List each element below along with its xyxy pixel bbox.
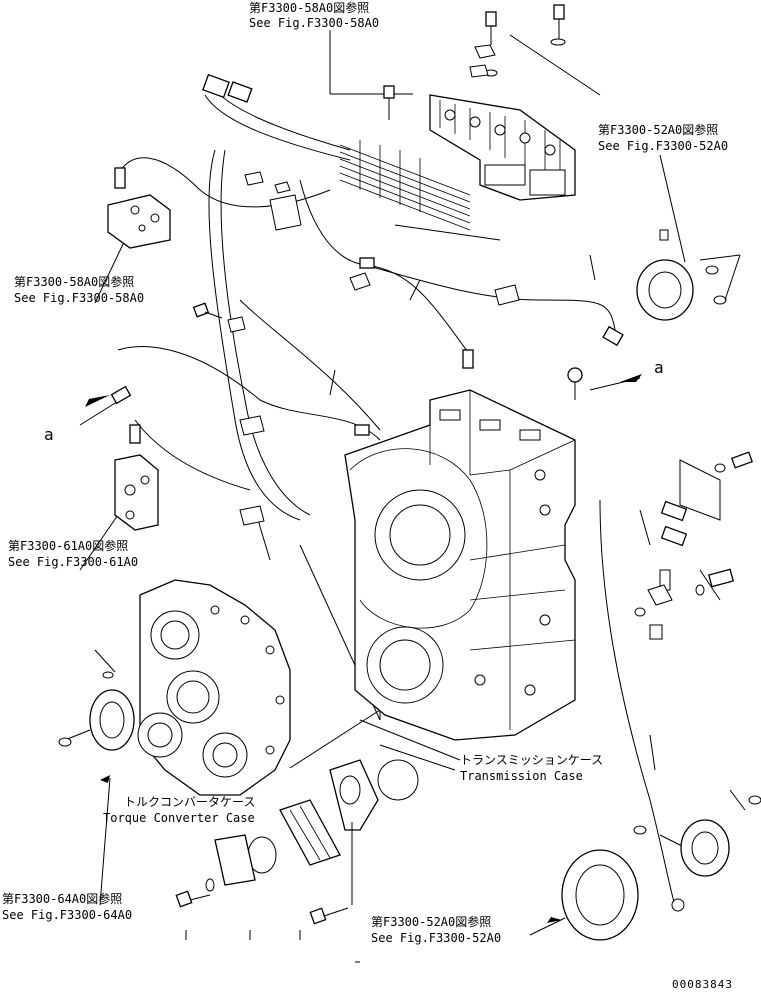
label-torque-converter-case: トルクコンバータケース Torque Converter Case	[103, 795, 255, 825]
marker-a-left: a	[44, 425, 54, 444]
reference-left-upper-jp: 第F3300-58A0図参照	[14, 274, 134, 289]
reference-right-bottom: 第F3300-52A0図参照 See Fig.F3300-52A0	[371, 914, 501, 945]
reference-top-en: See Fig.F3300-58A0	[249, 16, 379, 30]
reference-left-upper-en: See Fig.F3300-58A0	[14, 291, 144, 305]
bolt-group-top	[383, 4, 601, 120]
drawing-number: 00083843	[672, 978, 733, 991]
transmission-case	[344, 389, 576, 741]
reference-right-bottom-jp: 第F3300-52A0図参照	[371, 914, 491, 929]
reference-left-bottom: 第F3300-64A0図参照 See Fig.F3300-64A0	[2, 891, 132, 922]
torque-converter-case-jp: トルクコンバータケース	[124, 795, 255, 809]
clips	[227, 171, 520, 526]
torque-converter-case	[137, 579, 291, 796]
strainer-parts	[214, 759, 419, 886]
right-side-parts	[634, 451, 754, 640]
bolt-group-bottom	[175, 822, 353, 925]
reference-right-bottom-en: See Fig.F3300-52A0	[371, 931, 501, 945]
reference-right-upper: 第F3300-52A0図参照 See Fig.F3300-52A0	[598, 122, 728, 153]
reference-top-jp: 第F3300-58A0図参照	[249, 0, 369, 15]
connectors	[110, 73, 624, 444]
reference-left-middle-en: See Fig.F3300-61A0	[8, 555, 138, 569]
tube-bundle	[339, 140, 501, 241]
reference-right-upper-en: See Fig.F3300-52A0	[598, 139, 728, 153]
label-transmission-case: トランスミッションケース Transmission Case	[460, 753, 603, 783]
bolt-left	[192, 302, 223, 319]
reference-left-middle: 第F3300-61A0図参照 See Fig.F3300-61A0	[8, 538, 138, 569]
reference-left-bottom-en: See Fig.F3300-64A0	[2, 908, 132, 922]
eye-bolt	[567, 367, 583, 400]
reference-top: 第F3300-58A0図参照 See Fig.F3300-58A0	[249, 0, 379, 30]
marker-a-right: a	[654, 358, 664, 377]
bottom-marks	[185, 930, 360, 963]
flange-right-upper	[636, 229, 741, 321]
reference-left-bottom-jp: 第F3300-64A0図参照	[2, 891, 122, 906]
reference-left-middle-jp: 第F3300-61A0図参照	[8, 538, 128, 553]
sensor-block-middle	[114, 454, 159, 531]
reference-right-upper-jp: 第F3300-52A0図参照	[598, 122, 718, 137]
torque-converter-case-en: Torque Converter Case	[103, 811, 255, 825]
reference-left-upper: 第F3300-58A0図参照 See Fig.F3300-58A0	[14, 274, 144, 305]
flange-left	[58, 671, 135, 751]
transmission-case-en: Transmission Case	[460, 769, 583, 783]
control-valve-assembly	[429, 94, 576, 201]
flange-right-bottom	[561, 795, 761, 941]
sensor-block-upper	[107, 194, 171, 249]
direction-arrows	[85, 374, 642, 923]
transmission-case-jp: トランスミッションケース	[460, 753, 603, 767]
